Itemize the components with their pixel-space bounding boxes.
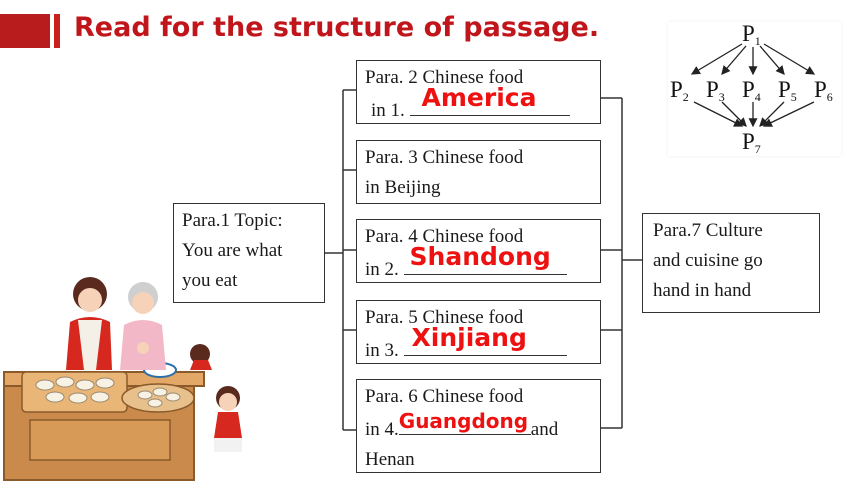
p7-sub: 7 — [754, 142, 761, 156]
paragraph-flow-diagram: P1 P2 P3 P4 P5 P6 P7 — [668, 22, 841, 156]
answer-2: Shandong — [409, 242, 551, 271]
p3-letter: P — [706, 77, 719, 102]
p4-letter: P — [742, 77, 755, 102]
p4-sub: 4 — [754, 90, 761, 104]
para-2-line-1: Para. 2 Chinese food — [365, 67, 524, 88]
p2-sub: 2 — [682, 90, 689, 104]
para-4-box: Para. 4 Chinese food in 2. Shandong — [356, 219, 601, 283]
para-2-box: Para. 2 Chinese food in 1. America — [356, 60, 601, 124]
answer-blank-1: America — [409, 83, 570, 116]
title-accent-block — [0, 14, 50, 48]
p3-node: P3 — [706, 78, 725, 103]
answer-blank-4: Guangdong — [398, 409, 531, 435]
para-3-line-2: in Beijing — [365, 177, 441, 198]
topic-line-1: Para.1 Topic: — [182, 210, 283, 231]
para-6-line-3: Henan — [365, 449, 415, 470]
p1-node: P1 — [742, 22, 761, 47]
p1-sub: 1 — [754, 34, 761, 48]
p5-sub: 5 — [790, 90, 797, 104]
para-2-prefix: in 1. — [371, 100, 405, 121]
p6-node: P6 — [814, 78, 833, 103]
p6-sub: 6 — [826, 90, 833, 104]
p6-letter: P — [814, 77, 827, 102]
para-5-box: Para. 5 Chinese food in 3. Xinjiang — [356, 300, 601, 364]
para-5-line-2: in 3. Xinjiang — [365, 323, 592, 366]
conclusion-line-1: Para.7 Culture — [653, 220, 763, 241]
para-4-prefix: in 2. — [365, 259, 399, 280]
para-5-line-1: Para. 5 Chinese food — [365, 307, 524, 328]
answer-3: Xinjiang — [411, 323, 527, 352]
para-6-line-1: Para. 6 Chinese food — [365, 386, 524, 407]
p5-node: P5 — [778, 78, 797, 103]
answer-blank-2: Shandong — [403, 242, 567, 275]
p3-sub: 3 — [718, 90, 725, 104]
para-3-box: Para. 3 Chinese food in Beijing — [356, 140, 601, 204]
p5-letter: P — [778, 77, 791, 102]
para-6-prefix: in 4. — [365, 419, 399, 440]
para-4-line-1: Para. 4 Chinese food — [365, 226, 524, 247]
conclusion-box: Para.7 Culture and cuisine go hand in ha… — [642, 213, 820, 313]
p2-node: P2 — [670, 78, 689, 103]
para-5-prefix: in 3. — [365, 340, 399, 361]
topic-box: Para.1 Topic: You are what you eat — [173, 203, 325, 303]
answer-4: Guangdong — [398, 409, 529, 433]
para-2-line-2: in 1. America — [365, 83, 592, 126]
p1-letter: P — [742, 21, 755, 46]
p7-letter: P — [742, 129, 755, 154]
p2-letter: P — [670, 77, 683, 102]
conclusion-line-3: hand in hand — [653, 280, 752, 301]
topic-line-2: You are what — [182, 240, 283, 261]
p4-node: P4 — [742, 78, 761, 103]
para-3-line-1: Para. 3 Chinese food — [365, 147, 524, 168]
para-4-line-2: in 2. Shandong — [365, 242, 592, 285]
answer-1: America — [421, 83, 537, 112]
p7-node: P7 — [742, 130, 761, 155]
para-6-suffix: and — [530, 419, 559, 440]
title-accent-stripe — [54, 14, 60, 48]
flow-arrows — [690, 43, 816, 128]
answer-blank-3: Xinjiang — [403, 323, 567, 356]
topic-line-3: you eat — [182, 270, 238, 291]
page-title: Read for the structure of passage. — [74, 12, 600, 43]
conclusion-line-2: and cuisine go — [653, 250, 763, 271]
dumpling-making-family-illustration — [3, 277, 242, 481]
